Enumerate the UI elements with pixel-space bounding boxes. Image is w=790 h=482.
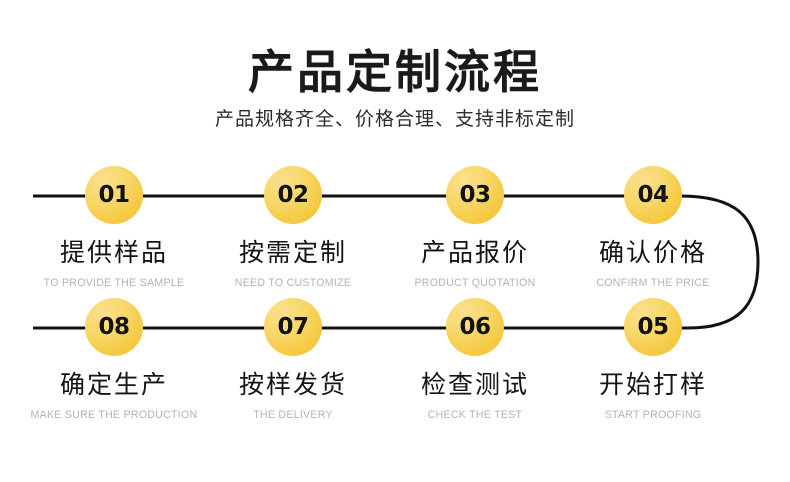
step-number-06: 06 [459,313,491,340]
step-number-07: 07 [277,313,309,340]
step-label-en-03: PRODUCT QUOTATION [414,276,536,289]
step-label-cn-02: 按需定制 [238,239,347,267]
step-label-en-06: CHECK THE TEST [427,408,523,421]
flow-step-03[interactable]: 03 产品报价 PRODUCT QUOTATION [385,166,565,289]
step-badge-01: 01 [85,166,143,224]
flow-step-08[interactable]: 08 确定生产 MAKE SURE THE PRODUCTION [24,298,204,421]
step-label-cn-08: 确定生产 [59,371,168,399]
step-number-02: 02 [277,181,309,208]
flow-step-02[interactable]: 02 按需定制 NEED TO CUSTOMIZE [203,166,383,289]
step-label-cn-05: 开始打样 [598,371,707,399]
flow-row-bottom: 08 确定生产 MAKE SURE THE PRODUCTION 07 按样发货… [0,298,790,428]
page-title: 产品定制流程 [248,46,542,98]
step-label-cn-06: 检查测试 [420,371,529,399]
step-badge-08: 08 [85,298,143,356]
flow-step-05[interactable]: 05 开始打样 START PROOFING [563,298,743,421]
step-label-en-02: NEED TO CUSTOMIZE [234,276,352,289]
header: 产品定制流程 产品规格齐全、价格合理、支持非标定制 [0,48,790,131]
step-label-cn-01: 提供样品 [59,239,168,267]
step-label-en-07: THE DELIVERY [253,408,333,421]
flow-step-04[interactable]: 04 确认价格 CONFIRM THE PRICE [563,166,743,289]
flow-step-06[interactable]: 06 检查测试 CHECK THE TEST [385,298,565,421]
step-number-08: 08 [98,313,130,340]
step-number-03: 03 [459,181,491,208]
step-label-en-05: START PROOFING [604,408,702,421]
step-label-en-04: CONFIRM THE PRICE [596,276,710,289]
step-badge-04: 04 [624,166,682,224]
step-label-en-08: MAKE SURE THE PRODUCTION [30,408,198,421]
step-number-05: 05 [637,313,669,340]
step-badge-06: 06 [446,298,504,356]
step-badge-05: 05 [624,298,682,356]
step-badge-07: 07 [264,298,322,356]
step-number-01: 01 [98,181,130,208]
step-badge-02: 02 [264,166,322,224]
flow-row-top: 01 提供样品 TO PROVIDE THE SAMPLE 02 按需定制 NE… [0,166,790,296]
step-number-04: 04 [637,181,669,208]
flow-step-01[interactable]: 01 提供样品 TO PROVIDE THE SAMPLE [24,166,204,289]
step-label-cn-07: 按样发货 [238,371,347,399]
step-label-en-01: TO PROVIDE THE SAMPLE [43,276,185,289]
step-label-cn-03: 产品报价 [420,239,529,267]
page-subtitle: 产品规格齐全、价格合理、支持非标定制 [214,109,575,131]
step-badge-03: 03 [446,166,504,224]
flow-step-07[interactable]: 07 按样发货 THE DELIVERY [203,298,383,421]
step-label-cn-04: 确认价格 [598,239,707,267]
